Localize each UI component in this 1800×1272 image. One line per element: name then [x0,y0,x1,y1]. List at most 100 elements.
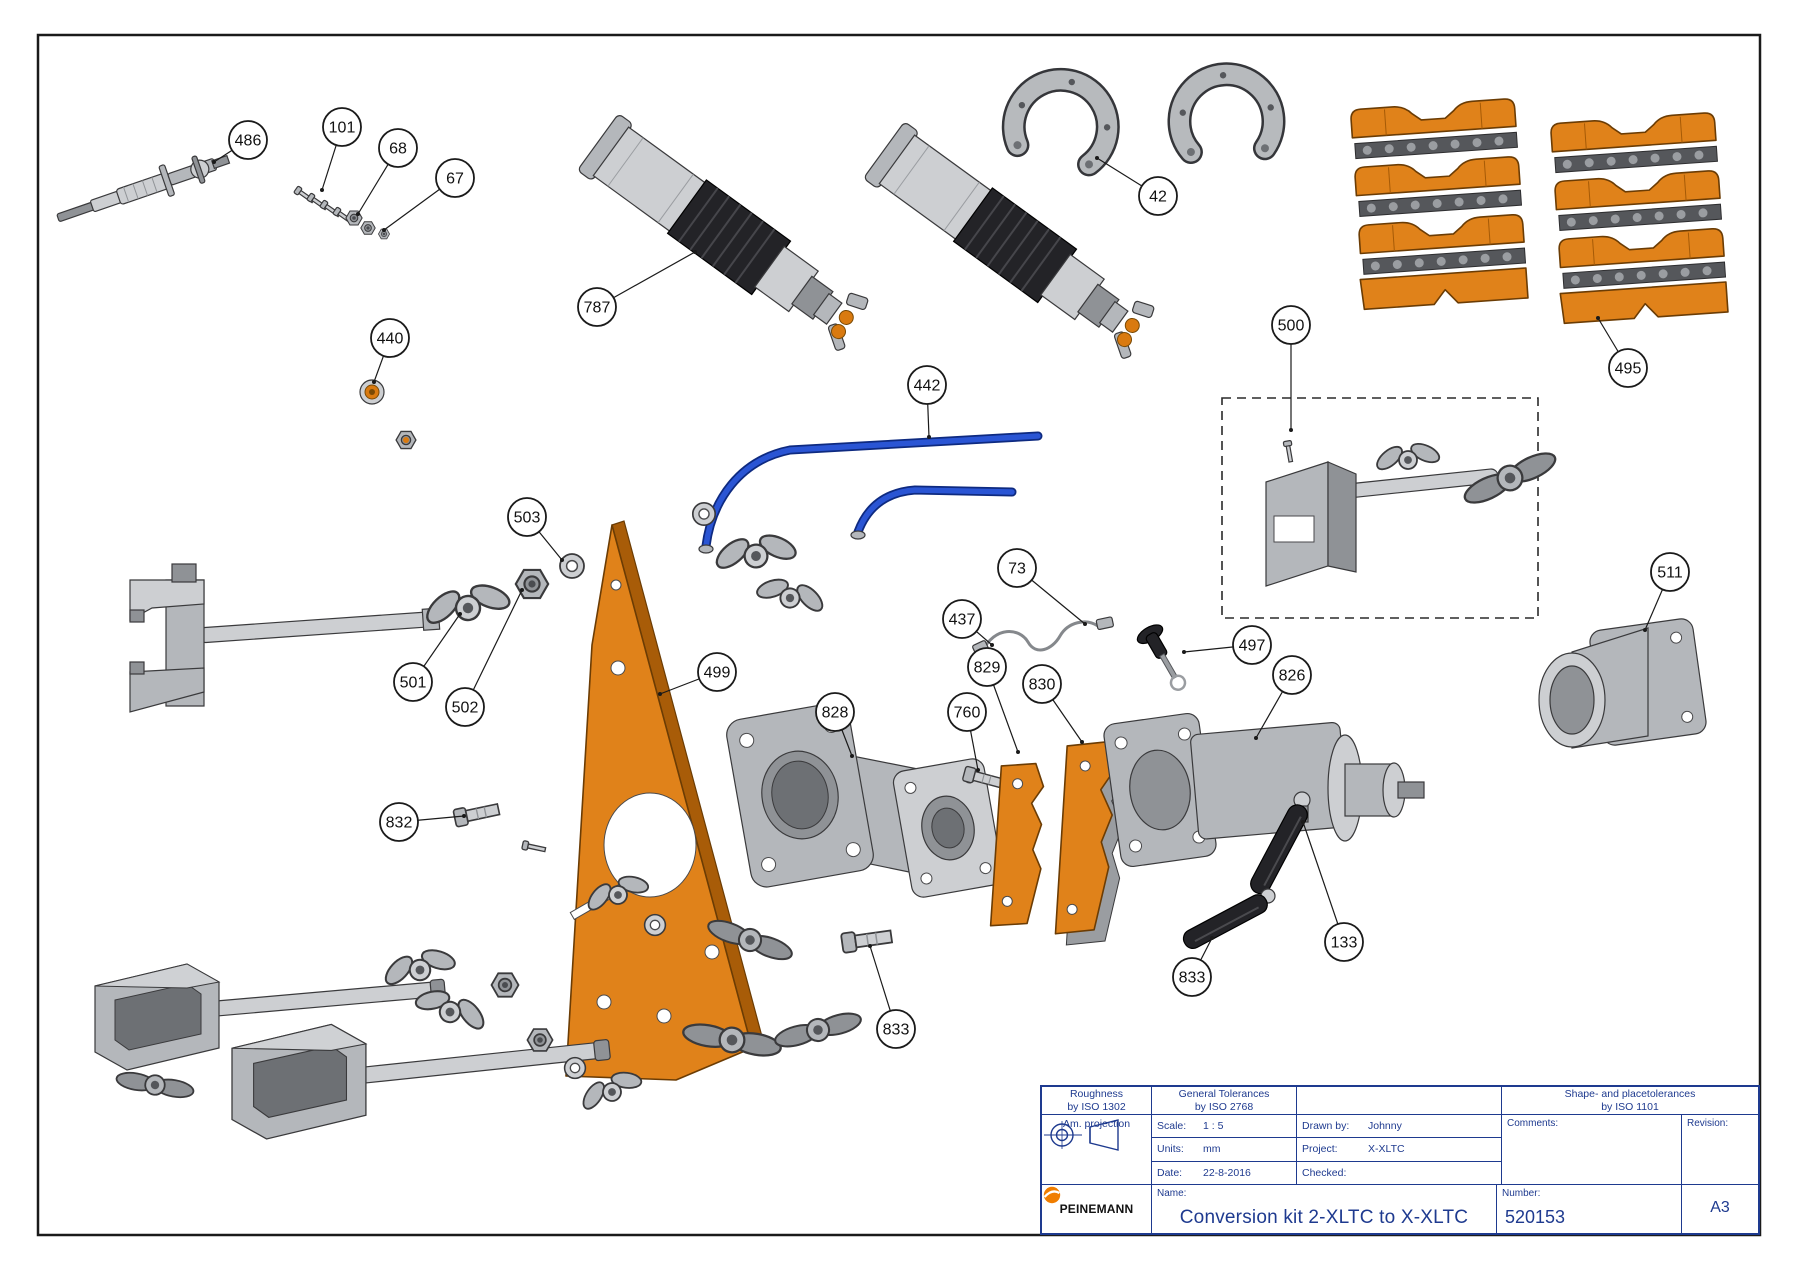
shape-tol-line2: by ISO 1101 [1601,1100,1659,1113]
part-787-motor-a [576,112,880,361]
svg-text:500: 500 [1278,318,1305,335]
peinemann-logo-icon [1043,1186,1061,1204]
svg-text:503: 503 [514,510,541,527]
part-832-bolt [452,799,502,828]
drawing-number-cell: Number: 520153 [1497,1185,1682,1233]
balloon-497: 497 [1182,625,1272,665]
balloon-829: 829 [967,647,1020,754]
part-clamp-bottom-b [231,1023,611,1140]
part-486-spindle-tool [56,154,231,222]
part-495-roller-assembly-a [1348,98,1528,309]
part-495-roller-assembly-b [1548,112,1728,323]
scale-label: Scale: [1157,1120,1187,1133]
svg-text:502: 502 [452,700,479,717]
project-row: Project: X-XLTC [1297,1138,1501,1162]
part-828-flange-assembly [726,702,1004,898]
revision-label: Revision: [1687,1118,1729,1129]
drawn-by-label: Drawn by: [1302,1120,1350,1133]
balloon-437: 437 [942,599,994,647]
svg-text:833: 833 [1179,970,1206,987]
part-clamp-bottom-a [94,963,446,1103]
paper-format: A3 [1710,1199,1730,1216]
part-500-boundary-box [1221,397,1539,619]
part-101-screws [293,185,356,227]
part-833-bolt [839,925,894,954]
drawing-name: Conversion kit 2-XLTC to X-XLTC [1179,1207,1469,1228]
svg-text:832: 832 [386,815,413,832]
svg-text:497: 497 [1239,638,1266,655]
roughness-cell: Roughness by ISO 1302 [1042,1087,1152,1114]
svg-text:826: 826 [1279,668,1306,685]
roughness-line1: Roughness [1069,1088,1124,1101]
name-label: Name: [1157,1188,1187,1199]
title-block-bottom-row: PEINEMANN Name: Conversion kit 2-XLTC to… [1042,1185,1758,1233]
balloon-500: 500 [1271,305,1311,432]
balloon-760: 760 [947,692,987,772]
part-497-key [1136,624,1187,691]
projection-cell: Am. projection [1042,1115,1152,1184]
date-value: 22-8-2016 [1203,1166,1251,1179]
svg-text:42: 42 [1149,189,1167,206]
svg-text:101: 101 [329,120,356,137]
number-label: Number: [1502,1188,1541,1199]
balloons-layer: 4861016867787424954404425005035015024998… [212,107,1690,1049]
part-442-tube-b [850,485,1017,540]
comments-label: Comments: [1507,1118,1559,1129]
balloon-501: 501 [393,612,462,702]
svg-text:830: 830 [1029,677,1056,694]
svg-text:511: 511 [1657,565,1683,582]
part-830-bracket [1054,741,1127,946]
shape-tol-line1: Shape- and placetolerances [1564,1088,1696,1101]
balloon-73: 73 [997,548,1087,626]
part-829-bracket [989,762,1045,927]
part-442-tube-a [698,431,1043,554]
balloon-502: 502 [445,588,524,727]
logo-cell: PEINEMANN [1042,1185,1152,1233]
balloon-499: 499 [658,652,737,696]
balloon-833: 833 [1172,936,1214,997]
part-501-wingnut [416,572,518,632]
svg-text:133: 133 [1331,935,1358,952]
balloon-486: 486 [212,120,268,164]
svg-text:828: 828 [822,705,849,722]
svg-text:486: 486 [235,133,262,150]
balloon-503: 503 [507,497,564,562]
svg-text:829: 829 [974,660,1001,677]
title-block-middle-row: Am. projection Scale: 1 : 5 Units: mm [1042,1115,1758,1185]
small-screw [521,839,547,855]
part-42-clamp-shell-a [1008,69,1119,171]
scale-units-date-cell: Scale: 1 : 5 Units: mm Date: 22-8-2016 [1152,1115,1297,1184]
balloon-787: 787 [577,250,697,327]
svg-text:68: 68 [389,141,407,158]
balloon-68: 68 [356,128,418,216]
part-826-drive-assembly [1103,712,1425,868]
scale-value: 1 : 5 [1203,1120,1224,1133]
part-511-flange-bushing [1538,618,1707,749]
balloon-442: 442 [907,365,947,439]
general-tol-line2: by ISO 2768 [1194,1100,1254,1113]
part-clamp-tool-left [129,563,441,713]
balloon-495: 495 [1596,316,1648,388]
balloon-828: 828 [815,692,855,758]
hardware-wingnuts-upper [691,501,832,619]
general-tolerances-cell: General Tolerances by ISO 2768 [1152,1087,1297,1114]
projection-symbol [1044,1119,1119,1151]
balloon-67: 67 [382,158,475,232]
part-787-motor-b [862,120,1166,369]
units-row: Units: mm [1152,1138,1296,1162]
header-empty-cell [1297,1087,1502,1114]
svg-text:73: 73 [1008,561,1026,578]
part-833-handle [1182,888,1276,950]
date-row: Date: 22-8-2016 [1152,1162,1296,1184]
svg-text:760: 760 [954,705,981,722]
comments-cell: Comments: [1502,1115,1682,1184]
title-block: Roughness by ISO 1302 General Tolerances… [1040,1085,1760,1235]
part-437-cable [972,616,1114,656]
scale-row: Scale: 1 : 5 [1152,1115,1296,1139]
project-label: Project: [1302,1143,1338,1156]
drawing-frame [36,33,1762,1237]
svg-text:437: 437 [949,612,976,629]
units-value: mm [1203,1143,1221,1156]
project-value: X-XLTC [1368,1143,1405,1156]
